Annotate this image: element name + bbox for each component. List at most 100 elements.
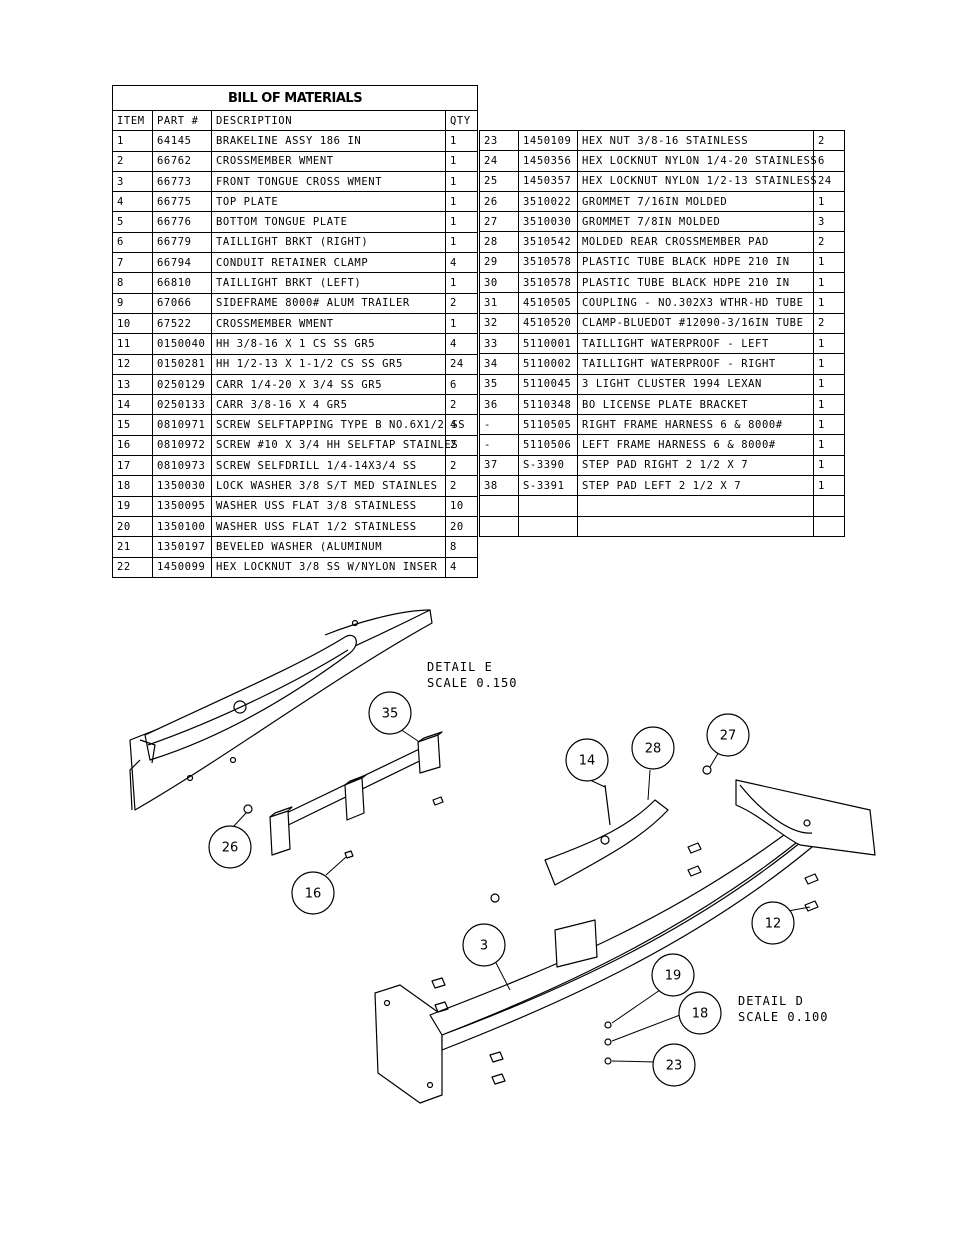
qty-cell: 2 — [444, 475, 479, 497]
description-cell: HEX LOCKNUT NYLON 1/4-20 STAINLESS — [577, 150, 817, 172]
part-number-cell: 0250133 — [152, 394, 212, 416]
balloon-18: 18 — [692, 1007, 709, 1022]
qty-cell: 2 — [444, 292, 479, 314]
part-number-cell: 0150281 — [152, 353, 212, 375]
item-cell: 10 — [112, 312, 153, 335]
balloon-12: 12 — [765, 917, 782, 932]
item-cell: 12 — [112, 353, 153, 375]
part-number-cell: 4510520 — [518, 312, 578, 334]
description-cell: TAILLIGHT BRKT (LEFT) — [211, 272, 446, 294]
part-number-cell: 3510578 — [518, 251, 578, 274]
item-cell: 29 — [479, 251, 519, 274]
item-cell: 17 — [112, 455, 153, 477]
nut-part — [490, 893, 500, 903]
description-cell: WASHER USS FLAT 3/8 STAINLESS — [211, 495, 446, 517]
qty-cell: 1 — [813, 454, 845, 477]
qty-cell: 1 — [444, 231, 479, 254]
part-number-cell: 0250129 — [152, 373, 212, 396]
item-cell: 24 — [479, 150, 519, 172]
screw-part — [432, 796, 444, 806]
part-number-cell: 3510030 — [518, 211, 578, 233]
grommet-27-part — [702, 765, 712, 775]
detail-d-scale: SCALE 0.100 — [738, 1010, 828, 1024]
part-number-cell: 5110505 — [518, 414, 578, 436]
qty-cell — [813, 495, 845, 517]
description-cell: TOP PLATE — [211, 191, 446, 213]
qty-cell: 1 — [444, 170, 479, 193]
part-number-cell: 67066 — [152, 292, 212, 314]
qty-cell: 1 — [813, 272, 845, 294]
qty-cell: 1 — [444, 272, 479, 294]
item-cell: 33 — [479, 332, 519, 355]
item-cell: 27 — [479, 211, 519, 233]
part-number-cell: 64145 — [152, 130, 212, 152]
bom-table-left: BILL OF MATERIALS ITEM PART # DESCRIPTIO… — [111, 85, 479, 578]
grommet-26-part — [243, 804, 253, 814]
qty-cell: 24 — [813, 170, 845, 192]
part-number-cell: 66810 — [152, 272, 212, 294]
description-cell: CROSSMEMBER WMENT — [211, 150, 446, 172]
bolt-part — [431, 977, 446, 989]
description-cell: TAILLIGHT WATERPROOF - RIGHT — [577, 353, 814, 375]
qty-cell: 1 — [444, 130, 479, 152]
qty-cell: 2 — [813, 129, 845, 152]
qty-cell: 1 — [813, 190, 845, 213]
part-number-cell: 4510505 — [518, 292, 578, 314]
description-cell: LOCK WASHER 3/8 S/T MED STAINLES — [211, 475, 446, 497]
balloon-28: 28 — [645, 742, 662, 757]
item-cell: 19 — [112, 495, 153, 517]
part-number-cell: 0810971 — [152, 414, 212, 436]
description-cell: LEFT FRAME HARNESS 6 & 8000# — [577, 434, 814, 456]
item-cell: 32 — [479, 312, 519, 334]
qty-cell: 2 — [813, 231, 845, 253]
part-number-cell — [518, 515, 578, 537]
description-cell: TAILLIGHT WATERPROOF - LEFT — [577, 332, 814, 355]
description-cell: PLASTIC TUBE BLACK HDPE 210 IN — [577, 272, 814, 294]
qty-cell: 1 — [444, 312, 479, 335]
part-number-cell: 5110348 — [518, 393, 578, 416]
bolt-12-part — [804, 900, 819, 912]
qty-cell: 8 — [444, 536, 479, 558]
part-number-cell: 66794 — [152, 252, 212, 274]
item-cell: 16 — [112, 434, 153, 457]
qty-cell: 4 — [444, 252, 479, 274]
part-number-cell: 1450357 — [518, 170, 578, 192]
balloon-35: 35 — [382, 707, 399, 722]
item-cell: 15 — [112, 414, 153, 436]
balloon-19: 19 — [665, 969, 682, 984]
qty-cell: 1 — [813, 292, 845, 314]
col-header-item: ITEM — [112, 109, 153, 132]
part-number-cell: 66779 — [152, 231, 212, 254]
description-cell: BO LICENSE PLATE BRACKET — [577, 393, 814, 416]
description-cell: PLASTIC TUBE BLACK HDPE 210 IN — [577, 251, 814, 274]
qty-cell: 1 — [813, 393, 845, 416]
qty-cell: 6 — [444, 373, 479, 396]
description-cell: HH 1/2-13 X 1-1/2 CS SS GR5 — [211, 353, 446, 375]
description-cell: SCREW SELFDRILL 1/4-14X3/4 SS — [211, 455, 446, 477]
qty-cell: 1 — [444, 150, 479, 172]
qty-cell: 1 — [444, 211, 479, 233]
description-cell: CONDUIT RETAINER CLAMP — [211, 252, 446, 274]
item-cell: 6 — [112, 231, 153, 254]
item-cell: 26 — [479, 190, 519, 213]
description-cell: 3 LIGHT CLUSTER 1994 LEXAN — [577, 373, 814, 395]
qty-cell: 2 — [444, 455, 479, 477]
item-cell: 1 — [112, 130, 153, 152]
detail-d-crossmember — [374, 779, 876, 1104]
